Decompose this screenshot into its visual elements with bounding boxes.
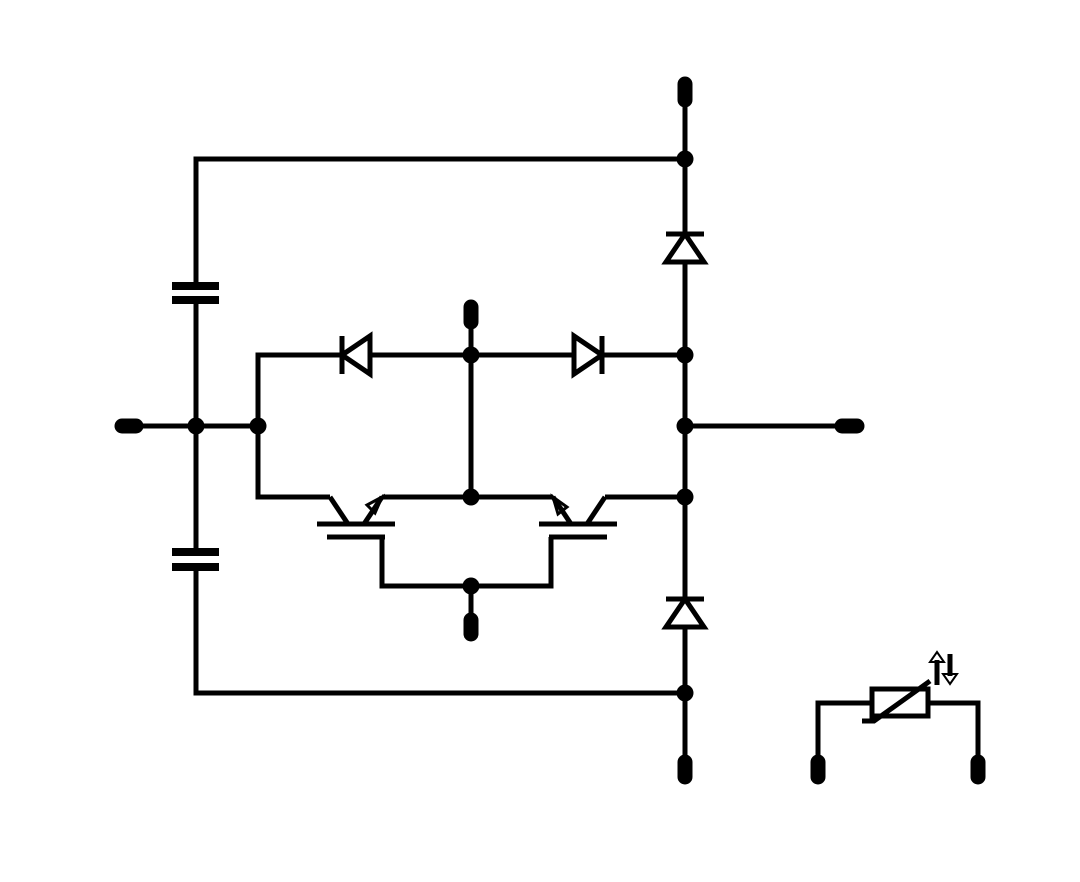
igbt-transistor-icon [317, 493, 395, 540]
junction-dots [187, 150, 694, 702]
junction-dot-icon [462, 346, 480, 364]
junction-dot-icon [676, 417, 694, 435]
junction-dot-icon [676, 346, 694, 364]
diode-icon [571, 331, 607, 379]
diode-icon [661, 229, 709, 265]
terminal-pins [114, 76, 986, 785]
diode-row-wire [255, 352, 685, 426]
junction-dot-icon [187, 417, 205, 435]
bottom-wire [193, 566, 685, 696]
junction-dot-icon [676, 684, 694, 702]
left-collector-wire [255, 426, 330, 500]
diode-icon [337, 331, 373, 379]
igbt-transistor-icon [539, 493, 617, 540]
ntc-thermistor-icon [815, 650, 981, 760]
wire-network [140, 100, 835, 760]
top-wire [193, 156, 685, 286]
junction-dot-icon [249, 417, 267, 435]
gate-wire [379, 537, 554, 589]
junction-dot-icon [462, 577, 480, 595]
capacitor-icon [172, 548, 219, 571]
junction-dot-icon [462, 488, 480, 506]
diode-icon [661, 594, 709, 630]
junction-dot-icon [676, 150, 694, 168]
junction-dot-icon [676, 488, 694, 506]
capacitor-icon [172, 282, 219, 304]
